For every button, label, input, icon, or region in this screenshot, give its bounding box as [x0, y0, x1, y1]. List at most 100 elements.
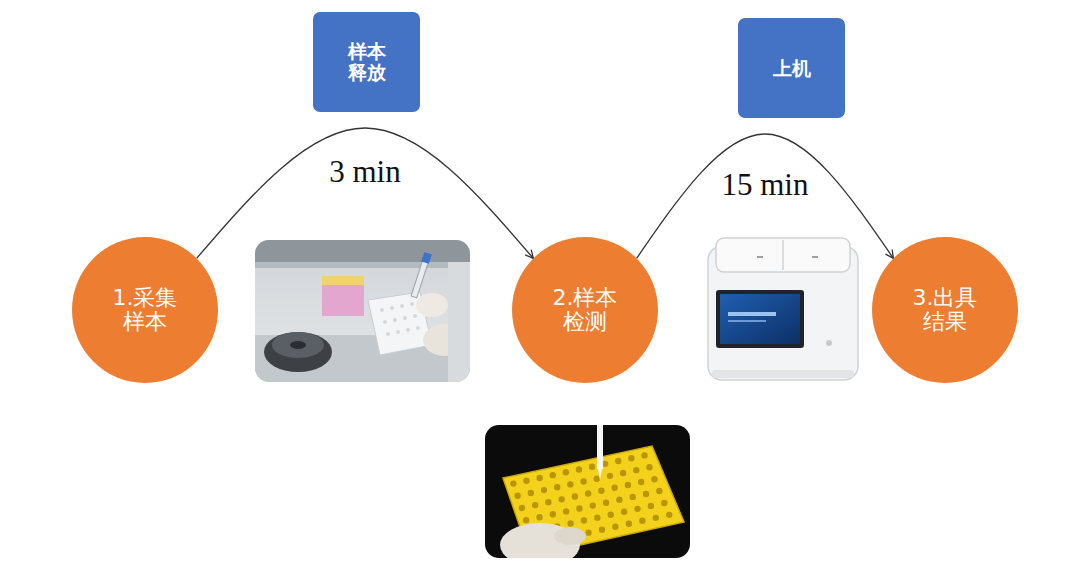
tray-well	[607, 473, 613, 479]
tray-well	[626, 521, 632, 527]
tray-well	[594, 514, 600, 520]
tray-well	[580, 478, 586, 484]
tray-well	[598, 487, 604, 493]
pipette-button	[421, 252, 432, 264]
power-button	[826, 340, 832, 346]
tray-well	[638, 479, 644, 485]
tray-well	[628, 455, 634, 461]
tip-box	[322, 282, 364, 316]
gloved-finger	[554, 527, 586, 545]
circle-fill	[872, 237, 1018, 383]
pcr-device	[708, 238, 858, 380]
tray-well	[563, 508, 569, 514]
stage-circle: 3.出具 结果	[872, 237, 1018, 383]
step-box: 上机	[738, 18, 845, 118]
hood-edge	[255, 240, 470, 262]
tray-well	[666, 512, 672, 518]
tray-well	[603, 499, 609, 505]
tray-well	[643, 491, 649, 497]
node-label: 1.采集 样本	[107, 286, 183, 334]
device-lid	[716, 238, 850, 272]
node-label: 样本 释放	[344, 41, 390, 82]
pipette	[411, 252, 431, 298]
tray-well	[532, 502, 538, 508]
tray-well	[612, 524, 618, 530]
centrifuge-body	[264, 332, 332, 372]
tray-well	[621, 509, 627, 515]
tray-well	[646, 464, 652, 470]
tray-well	[656, 488, 662, 494]
flow-arc	[197, 128, 534, 258]
node-label: 上机	[773, 58, 811, 79]
hood-rail	[255, 262, 470, 268]
plate-wells	[380, 302, 420, 336]
tray-well	[639, 518, 645, 524]
tray-well	[653, 515, 659, 521]
node-label: 3.出具 结果	[907, 286, 983, 334]
tray-well	[625, 482, 631, 488]
pipette-point	[598, 469, 602, 480]
stage-circle: 1.采集 样本	[72, 237, 218, 383]
tray-photo	[485, 425, 690, 558]
node-label: 2.样本 检测	[547, 286, 623, 334]
tray-well	[523, 478, 529, 484]
tray-well	[585, 490, 591, 496]
lid-split	[782, 240, 784, 270]
tray-well	[550, 472, 556, 478]
tray-well	[550, 511, 556, 517]
tray-well	[611, 485, 617, 491]
photo-ground	[255, 240, 470, 382]
tray-well	[523, 517, 529, 523]
centrifuge-knob	[290, 341, 306, 349]
tray-well	[572, 493, 578, 499]
tray-well	[608, 512, 614, 518]
tray-well	[615, 458, 621, 464]
tray-well	[536, 514, 542, 520]
tray-well	[528, 490, 534, 496]
lid-latch	[757, 256, 763, 258]
tray-well	[599, 526, 605, 532]
tray-well	[563, 469, 569, 475]
tray-well	[648, 503, 654, 509]
lab-coat	[448, 262, 470, 382]
tray-well	[567, 520, 573, 526]
tray-well	[581, 517, 587, 523]
tray-well	[641, 452, 647, 458]
pipette-tip	[597, 425, 603, 469]
gloved-hand	[416, 293, 448, 317]
circle-fill	[512, 237, 658, 383]
tip-box-lid	[322, 276, 364, 285]
tray-well	[541, 487, 547, 493]
device-base	[712, 370, 854, 378]
centrifuge-lid	[272, 332, 324, 358]
tray-well	[633, 467, 639, 473]
tray-well	[510, 480, 516, 486]
tray-well	[519, 505, 525, 511]
tray-well	[558, 496, 564, 502]
tray-well	[585, 529, 591, 535]
duration-label: 3 min	[325, 155, 404, 189]
touch-screen	[720, 294, 800, 344]
tray-well	[536, 475, 542, 481]
tray-well	[545, 499, 551, 505]
stage-circle: 2.样本 检测	[512, 237, 658, 383]
tray-well	[514, 493, 520, 499]
tray-well	[616, 497, 622, 503]
lid-latch	[812, 256, 818, 258]
lab-photo	[255, 240, 470, 382]
screen-bezel	[716, 290, 804, 348]
circle-fill	[72, 237, 218, 383]
tray-well	[576, 466, 582, 472]
tray-well	[620, 470, 626, 476]
tray-well	[630, 494, 636, 500]
duration-label: 15 min	[718, 168, 813, 202]
tray-well	[651, 476, 657, 482]
tray-well	[661, 500, 667, 506]
step-box: 样本 释放	[313, 12, 420, 112]
screen-line	[728, 320, 766, 322]
tray-well	[576, 505, 582, 511]
tray-well	[590, 502, 596, 508]
tray-well	[567, 481, 573, 487]
tray-well	[589, 463, 595, 469]
